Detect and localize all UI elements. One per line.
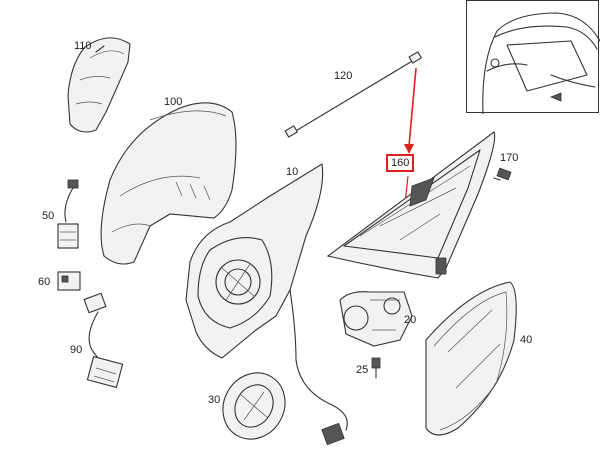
callout-40[interactable]: 40 (520, 334, 533, 346)
callout-60[interactable]: 60 (38, 276, 51, 288)
part-20-motor[interactable] (339, 291, 413, 347)
callout-160[interactable]: 160 (386, 154, 415, 172)
part-160-inner-trim[interactable] (326, 131, 496, 279)
part-30-actuator[interactable] (211, 362, 297, 451)
callout-100[interactable]: 100 (164, 96, 183, 108)
part-10-mirror-housing[interactable] (185, 163, 348, 446)
part-170-screw[interactable] (493, 167, 512, 181)
part-40-mirror-glass[interactable] (425, 281, 517, 436)
callout-120[interactable]: 120 (334, 70, 353, 82)
callout-20[interactable]: 20 (404, 314, 417, 326)
vehicle-outline-icon (482, 12, 600, 115)
callout-30[interactable]: 30 (208, 394, 221, 406)
callout-170[interactable]: 170 (500, 152, 519, 164)
part-110-turn-signal[interactable] (67, 37, 131, 133)
callout-25[interactable]: 25 (356, 364, 369, 376)
part-100-mirror-cover[interactable] (100, 102, 237, 265)
part-120-cable[interactable] (284, 51, 423, 138)
callout-90[interactable]: 90 (70, 344, 83, 356)
part-90-harness[interactable] (83, 292, 124, 389)
part-25-screw[interactable] (371, 357, 381, 379)
callout-50[interactable]: 50 (42, 210, 55, 222)
part-60-module[interactable] (57, 271, 81, 291)
callout-110[interactable]: 110 (74, 40, 92, 52)
vehicle-location-inset (466, 0, 600, 115)
callout-10[interactable]: 10 (286, 166, 299, 178)
part-50-connector[interactable] (57, 179, 79, 249)
